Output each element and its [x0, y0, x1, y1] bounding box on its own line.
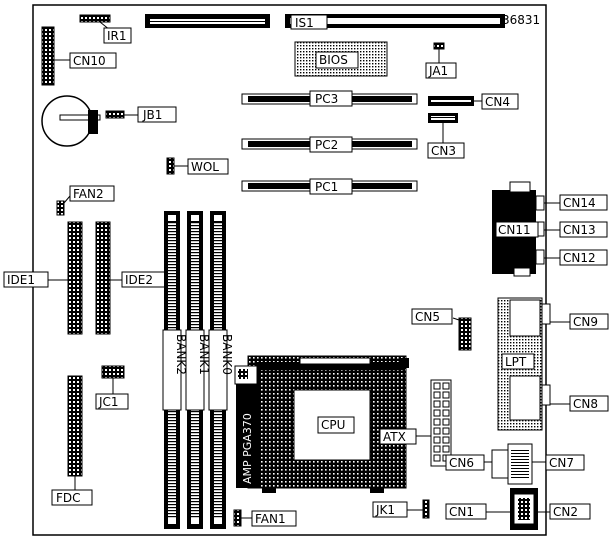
bank1-label: BANK1 [197, 334, 211, 375]
cn6-cn7-connector: CN6 CN7 [445, 443, 585, 485]
lpt-label: LPT [505, 355, 527, 369]
cpu-label: CPU [321, 418, 345, 432]
cn9-label: CN9 [573, 315, 598, 329]
cn10-label: CN10 [73, 54, 106, 68]
cn8-port: CN8 [550, 395, 609, 412]
cn3-label: CN3 [431, 144, 456, 158]
board-id: 36831 [502, 13, 540, 27]
cn3-connector: CN3 [427, 113, 465, 159]
cn4-label: CN4 [485, 95, 510, 109]
cn11-connector-cluster: CN11 [492, 181, 545, 277]
pc2-label: PC2 [315, 138, 338, 152]
wol-label: WOL [191, 160, 219, 174]
jc1-jumper: JC1 [95, 365, 129, 410]
ir1-header: IR1 [79, 14, 132, 44]
ide1-label: IDE1 [7, 273, 35, 287]
cn12-port: CN12 [544, 249, 608, 266]
cn10-header: CN10 [41, 26, 117, 86]
lpt-connector-cluster: LPT [497, 297, 551, 431]
bank2-label: BANK2 [174, 334, 188, 375]
bios-chip: BIOS [294, 41, 388, 77]
cn5-header: CN5 [411, 308, 472, 351]
cn14-port: CN14 [544, 194, 608, 211]
battery-icon [41, 95, 101, 147]
cn11-label: CN11 [498, 223, 531, 237]
ide1-connector: IDE1 [3, 221, 83, 335]
ide2-connector: IDE2 [95, 221, 169, 335]
pc1-label: PC1 [315, 180, 338, 194]
pc1-slot: PC1 [241, 178, 418, 195]
pc2-slot: PC2 [241, 136, 418, 153]
bank0-label: BANK0 [220, 334, 234, 375]
jk1-label: JK1 [375, 503, 395, 517]
pc3-slot: PC3 [241, 90, 418, 107]
cn14-label: CN14 [563, 196, 596, 210]
bank1-slot: BANK1 [185, 211, 211, 529]
fan2-label: FAN2 [73, 187, 104, 201]
cn2-label: CN2 [553, 505, 578, 519]
fdc-connector: FDC [51, 375, 93, 506]
jb1-label: JB1 [142, 108, 162, 122]
bank2-slot: BANK2 [162, 211, 188, 529]
atx-power-connector: ATX [379, 379, 452, 467]
cn13-port: CN13 [544, 221, 608, 238]
socket-label: AMP PGA370 [241, 413, 254, 484]
cn1-cn2-connector: CN1 CN2 [445, 488, 591, 530]
wol-header: WOL [166, 157, 229, 175]
bios-label: BIOS [319, 53, 348, 67]
pc3-label: PC3 [315, 92, 338, 106]
ja1-label: JA1 [428, 64, 448, 78]
fan1-label: FAN1 [255, 512, 286, 526]
is1-slot: IS1 [145, 14, 505, 30]
jc1-label: JC1 [98, 395, 119, 409]
fdc-label: FDC [56, 491, 81, 505]
cn4-connector: CN4 [428, 93, 519, 110]
ja1-jumper: JA1 [425, 42, 457, 79]
ide2-label: IDE2 [125, 273, 153, 287]
cn1-label: CN1 [449, 505, 474, 519]
cn7-label: CN7 [549, 456, 574, 470]
cn5-label: CN5 [415, 310, 440, 324]
cn8-label: CN8 [573, 397, 598, 411]
cn6-label: CN6 [449, 456, 474, 470]
jk1-jumper: JK1 [372, 499, 430, 519]
atx-label: ATX [383, 430, 406, 444]
cpu-socket: CPU AMP PGA370 [234, 355, 409, 493]
fan1-header: FAN1 [233, 509, 297, 527]
is1-label: IS1 [295, 16, 314, 30]
cn13-label: CN13 [563, 223, 596, 237]
cn9-port: CN9 [550, 313, 609, 330]
jb1-jumper: JB1 [105, 106, 177, 123]
bank0-slot: BANK0 [208, 211, 234, 529]
fan2-header: FAN2 [56, 185, 115, 216]
ir1-label: IR1 [107, 29, 127, 43]
cn12-label: CN12 [563, 251, 596, 265]
